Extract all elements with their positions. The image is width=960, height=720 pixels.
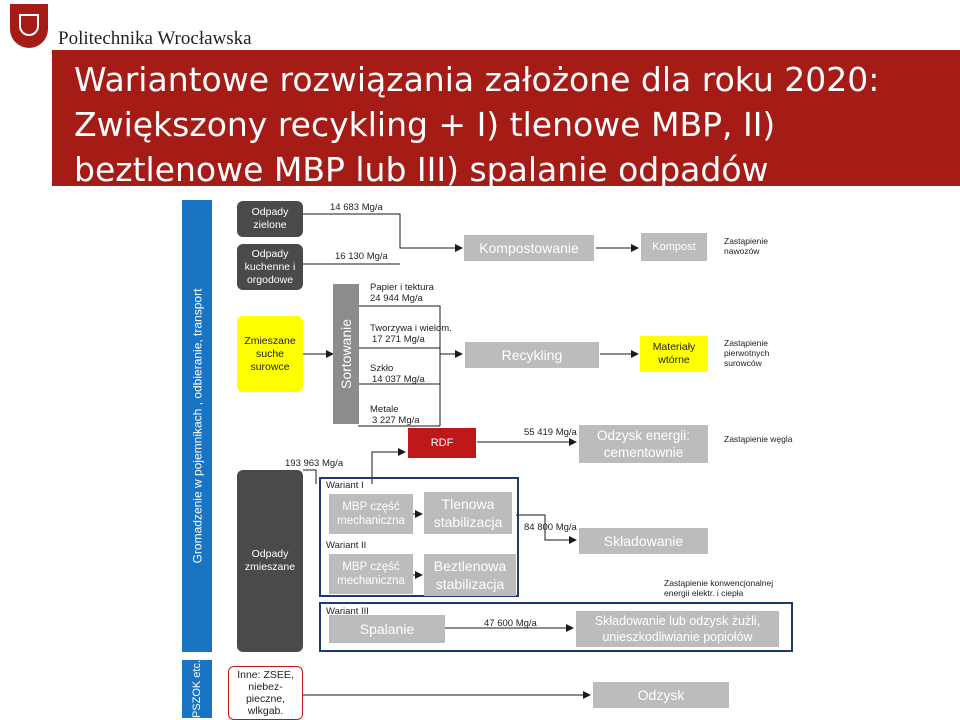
title-band-notch bbox=[0, 50, 52, 186]
flow-kitchen-amount: 16 130 Mg/a bbox=[335, 251, 388, 262]
mbp-mechanical-1: MBP część mechaniczna bbox=[329, 494, 413, 534]
pszok-bar: PSZOK etc. bbox=[182, 660, 212, 718]
effect-coal: Zastąpienie węgla bbox=[724, 434, 793, 444]
title-line-1: Wariantowe rozwiązania założone dla roku… bbox=[74, 60, 880, 99]
variant-frame-mbp bbox=[319, 477, 519, 597]
incineration-box: Spalanie bbox=[329, 615, 445, 643]
slide-title: Wariantowe rozwiązania założone dla roku… bbox=[74, 57, 954, 192]
effect-raw-materials: Zastąpienie pierwotnych surowców bbox=[724, 338, 770, 368]
variant-frame-incineration bbox=[319, 602, 793, 652]
flow-metal-amount: 3 227 Mg/a bbox=[372, 415, 420, 426]
rdf-box: RDF bbox=[408, 428, 476, 458]
effect-conventional-energy: Zastąpienie konwencjonalnej energii elek… bbox=[664, 578, 774, 598]
title-line-2: Zwiększony recykling + I) tlenowe MBP, I… bbox=[74, 105, 776, 144]
university-logo-shield bbox=[10, 4, 48, 48]
source-green-label: Odpady zielone bbox=[251, 206, 289, 231]
flow-metal-label: Metale bbox=[370, 404, 399, 415]
variant-1-label: Wariant I bbox=[326, 480, 364, 491]
effect-fertilizer: Zastąpienie nawozów bbox=[724, 236, 768, 256]
collection-label: Gromadzenie w pojemnikach , odbieranie, … bbox=[190, 288, 204, 564]
composting-box: Kompostowanie bbox=[464, 235, 594, 261]
flow-landfill-amount: 84 800 Mg/a bbox=[524, 522, 577, 533]
source-mixed-label: Odpady zmieszane bbox=[244, 548, 296, 573]
slag-landfill-box: Składowanie lub odzysk żużli, unieszkodl… bbox=[576, 611, 779, 647]
source-other-waste: Inne: ZSEE, niebez-pieczne, wlkgab. bbox=[228, 666, 303, 720]
source-kitchen-waste: Odpady kuchenne i orgodowe bbox=[237, 244, 303, 290]
flow-rdf-amount: 55 419 Mg/a bbox=[524, 427, 577, 438]
flow-incineration-amount: 47 600 Mg/a bbox=[484, 618, 537, 629]
flow-mixed-amount: 193 963 Mg/a bbox=[285, 458, 344, 469]
flow-plastic-amount: 17 271 Mg/a bbox=[372, 334, 425, 345]
flow-glass-amount: 14 037 Mg/a bbox=[372, 374, 425, 385]
landfill-box: Składowanie bbox=[579, 528, 708, 554]
mbp-mechanical-2: MBP część mechaniczna bbox=[329, 554, 413, 594]
anaerobic-stabilization: Beztlenowa stabilizacja bbox=[424, 554, 516, 596]
title-band bbox=[0, 50, 960, 186]
title-line-3: beztlenowe MBP lub III) spalanie odpadów bbox=[74, 150, 769, 189]
secondary-materials-box: Materiały wtórne bbox=[640, 336, 708, 372]
university-name: Politechnika Wrocławska bbox=[58, 28, 252, 49]
flow-paper-label: Papier i tektura bbox=[370, 282, 434, 293]
flow-glass-label: Szkło bbox=[370, 363, 394, 374]
source-green-waste: Odpady zielone bbox=[237, 201, 303, 237]
sorting-box: Sortowanie bbox=[333, 284, 359, 424]
source-dry-recyclables: Zmieszane suche surowce bbox=[237, 316, 303, 392]
collection-bar: Gromadzenie w pojemnikach , odbieranie, … bbox=[182, 200, 212, 652]
flow-plastic-label: Tworzywa i wielom. bbox=[370, 323, 452, 334]
aerobic-stabilization: Tlenowa stabilizacja bbox=[424, 492, 512, 534]
sorting-label: Sortowanie bbox=[338, 318, 355, 390]
variant-3-label: Wariant III bbox=[326, 606, 369, 617]
compost-box: Kompost bbox=[641, 233, 707, 261]
source-mixed-waste: Odpady zmieszane bbox=[237, 470, 303, 652]
flow-paper-amount: 24 944 Mg/a bbox=[370, 293, 423, 304]
recycling-box: Recykling bbox=[465, 342, 599, 368]
flow-green-amount: 14 683 Mg/a bbox=[330, 202, 383, 213]
source-other-label: Inne: ZSEE, niebez-pieczne, wlkgab. bbox=[237, 669, 294, 717]
source-dry-label: Zmieszane suche surowce bbox=[244, 334, 296, 373]
energy-recovery-box: Odzysk energii: cementownie bbox=[579, 425, 708, 463]
source-kitchen-label: Odpady kuchenne i orgodowe bbox=[244, 247, 296, 286]
variant-2-label: Wariant II bbox=[326, 540, 367, 551]
recovery-box: Odzysk bbox=[593, 682, 729, 708]
pszok-label: PSZOK etc. bbox=[191, 659, 204, 719]
